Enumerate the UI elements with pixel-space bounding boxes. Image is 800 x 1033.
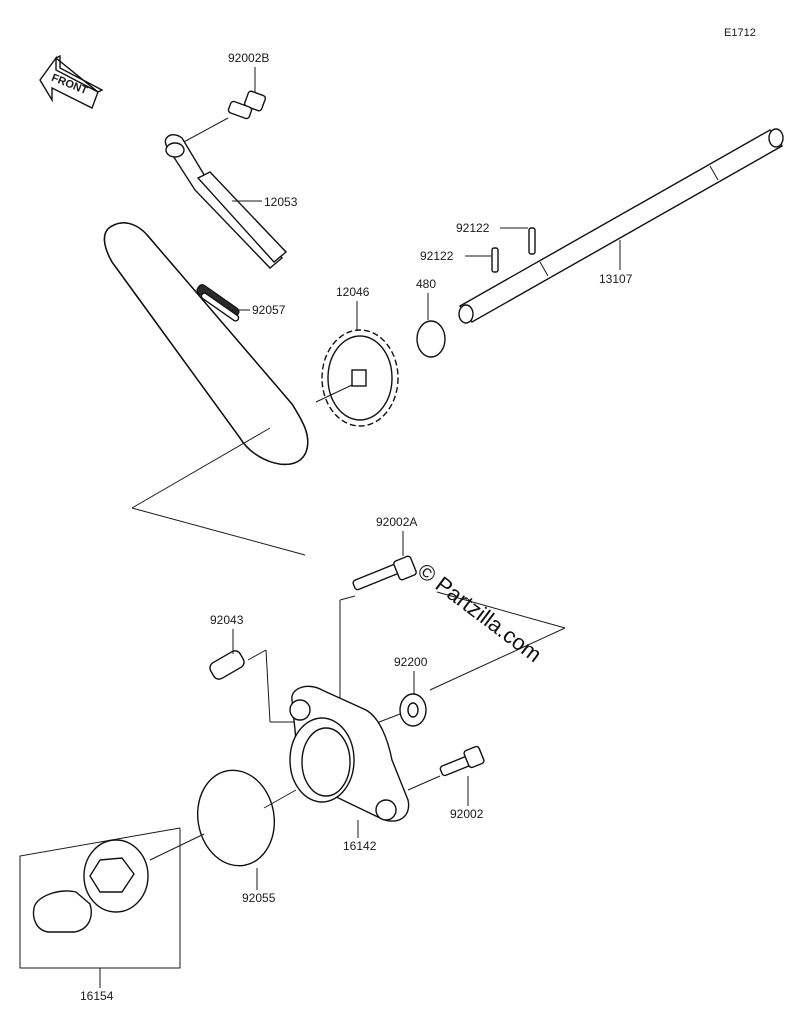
chain-92057 xyxy=(103,222,309,466)
label-16154: 16154 xyxy=(80,989,114,1003)
bolt-92002 xyxy=(439,745,485,777)
label-12046: 12046 xyxy=(336,285,370,299)
chain-guide-12053 xyxy=(164,134,288,269)
label-13107: 13107 xyxy=(599,272,633,286)
pump-housing-16142 xyxy=(289,685,410,822)
watermark: © Partzilla.com xyxy=(413,558,546,667)
label-92002b: 92002B xyxy=(228,51,269,65)
front-arrow-icon: FRONT xyxy=(39,54,104,109)
label-16142: 16142 xyxy=(343,839,377,853)
bolt-92002b xyxy=(227,90,267,120)
dowel-92043 xyxy=(209,650,245,680)
shaft-13107 xyxy=(458,128,784,324)
label-92055: 92055 xyxy=(242,891,276,905)
label-480: 480 xyxy=(416,277,436,291)
label-92057: 92057 xyxy=(252,303,286,317)
washer-92200 xyxy=(399,693,427,727)
label-92002a: 92002A xyxy=(376,515,417,529)
pin-92122-a xyxy=(528,227,536,255)
rotor-set-16154 xyxy=(19,827,181,969)
bolt-92002a xyxy=(352,555,417,591)
label-92122-b: 92122 xyxy=(420,249,454,263)
o-ring-92055 xyxy=(196,769,276,867)
circlip-480 xyxy=(416,320,446,358)
sprocket-12046 xyxy=(321,329,399,427)
pin-92122-b xyxy=(491,247,499,273)
label-92122-a: 92122 xyxy=(456,221,490,235)
label-12053: 12053 xyxy=(264,195,298,209)
label-92043: 92043 xyxy=(210,613,244,627)
diagram-code: E1712 xyxy=(724,27,756,39)
label-92002: 92002 xyxy=(450,807,484,821)
label-92200: 92200 xyxy=(394,655,428,669)
